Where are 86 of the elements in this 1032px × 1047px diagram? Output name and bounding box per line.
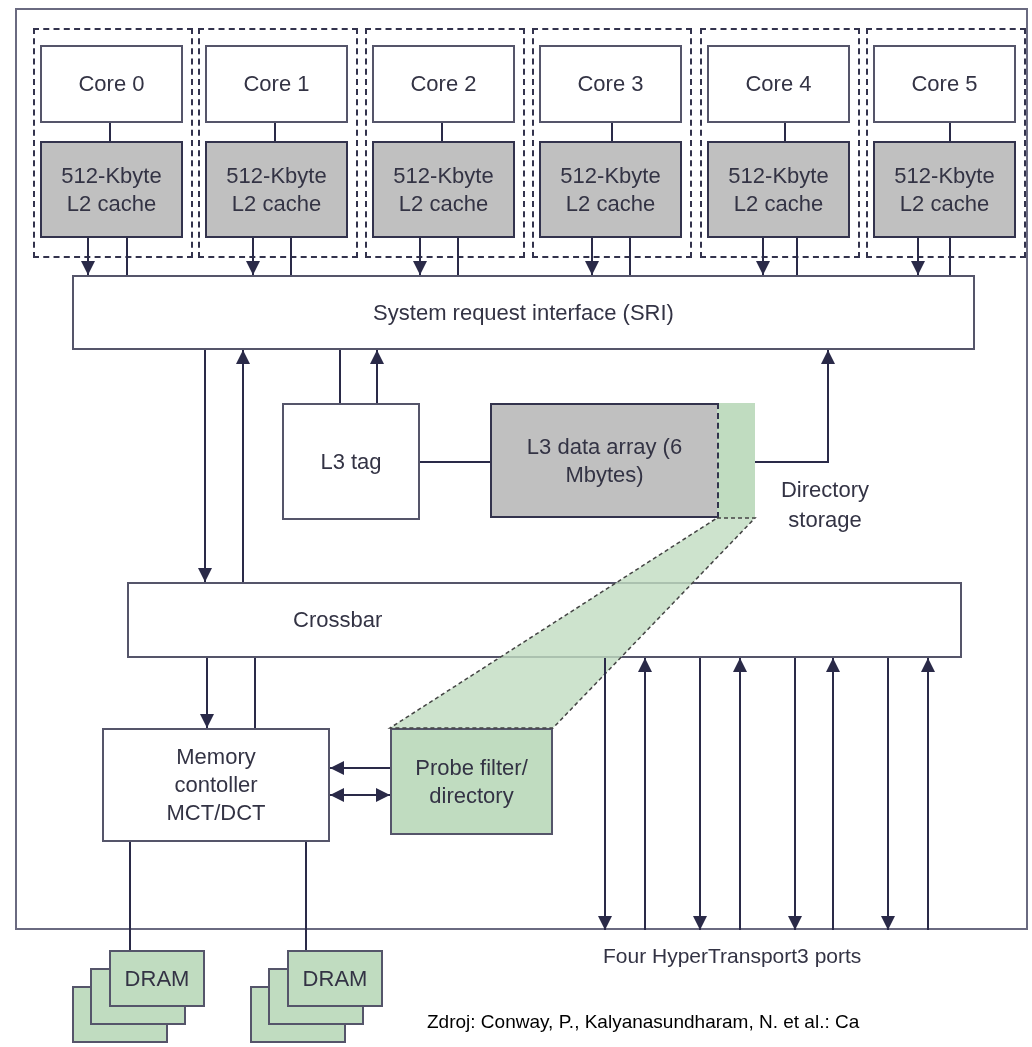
core-group-outline	[198, 28, 358, 258]
connector-line	[81, 237, 95, 276]
connector-line	[796, 237, 798, 276]
node-label: L3 data array (6 Mbytes)	[525, 432, 684, 489]
connector-line	[274, 122, 276, 142]
connector-line	[329, 761, 391, 775]
connector-line	[126, 237, 128, 276]
block-box	[873, 141, 1016, 238]
block-box	[40, 45, 183, 123]
node-label: Probe filter/ directory	[414, 753, 529, 810]
core-group-outline	[866, 28, 1026, 258]
chip-outline	[15, 8, 1028, 930]
caption: Zdroj: Conway, P., Kalyanasundharam, N. et al.: Ca	[427, 1010, 860, 1034]
connector-line	[629, 237, 631, 276]
block-box	[72, 275, 975, 350]
block-box	[40, 141, 183, 238]
node-label: DRAM	[302, 965, 368, 993]
block-box	[873, 45, 1016, 123]
core-group-outline	[365, 28, 525, 258]
block-box	[539, 45, 682, 123]
node-label: 512-Kbyte L2 cache	[60, 161, 163, 218]
connector-line	[109, 122, 111, 142]
core-group-outline	[532, 28, 692, 258]
node-label: Crossbar	[292, 606, 384, 634]
connector-line	[598, 657, 612, 931]
node-label: 512-Kbyte L2 cache	[225, 161, 328, 218]
connector-line	[370, 349, 384, 404]
core-group-outline	[33, 28, 193, 258]
node-label: DRAM	[124, 965, 190, 993]
node-label: Core 2	[409, 70, 478, 98]
block-box	[282, 403, 420, 520]
connector-line	[826, 657, 840, 931]
block-box	[539, 141, 682, 238]
connector-line	[329, 788, 391, 802]
connector-line	[733, 657, 747, 931]
connector-line	[638, 657, 652, 931]
node-label: Core 4	[744, 70, 813, 98]
connector-line	[585, 237, 599, 276]
node-label: Core 3	[576, 70, 645, 98]
node-label: 512-Kbyte L2 cache	[893, 161, 996, 218]
node-label: Core 0	[77, 70, 146, 98]
block-box	[707, 45, 850, 123]
connector-line	[756, 237, 770, 276]
connector-line	[129, 841, 131, 951]
node-label: Core 5	[910, 70, 979, 98]
node-label: Directory storage	[780, 476, 870, 534]
connector-line	[441, 122, 443, 142]
block-box	[707, 141, 850, 238]
node-label: System request interface (SRI)	[372, 298, 675, 327]
connector-line	[339, 349, 341, 404]
block-box	[390, 728, 553, 835]
connector-line	[693, 657, 707, 931]
block-box	[372, 141, 515, 238]
block-box	[372, 45, 515, 123]
connector-line	[921, 657, 935, 931]
connector-line	[788, 657, 802, 931]
connector-line	[754, 349, 835, 463]
block-box	[102, 728, 330, 842]
connector-line	[290, 237, 292, 276]
node-label: 512-Kbyte L2 cache	[559, 161, 662, 218]
block-box	[205, 45, 348, 123]
connector-line	[457, 237, 459, 276]
ports-label: Four HyperTransport3 ports	[603, 943, 862, 969]
connector-line	[784, 122, 786, 142]
connector-line	[236, 349, 250, 583]
node-label: L3 tag	[319, 447, 383, 476]
node-label: Memory contoller MCT/DCT	[165, 743, 267, 827]
node-label: 512-Kbyte L2 cache	[727, 161, 830, 218]
connector-line	[246, 237, 260, 276]
connector-line	[305, 841, 307, 951]
connector-line	[611, 122, 613, 142]
node-label: 512-Kbyte L2 cache	[392, 161, 495, 218]
block-box	[205, 141, 348, 238]
connector-line	[413, 237, 427, 276]
dram-stack	[72, 950, 205, 1043]
node-label: Core 1	[242, 70, 311, 98]
connector-line	[200, 657, 214, 729]
dram-stack	[250, 950, 383, 1043]
connector-line	[198, 349, 212, 583]
connector-line	[254, 657, 256, 729]
core-group-outline	[700, 28, 860, 258]
connector-line	[949, 122, 951, 142]
connector-line	[911, 237, 925, 276]
connector-line	[419, 461, 491, 463]
connector-line	[881, 657, 895, 931]
connector-line	[949, 237, 951, 276]
